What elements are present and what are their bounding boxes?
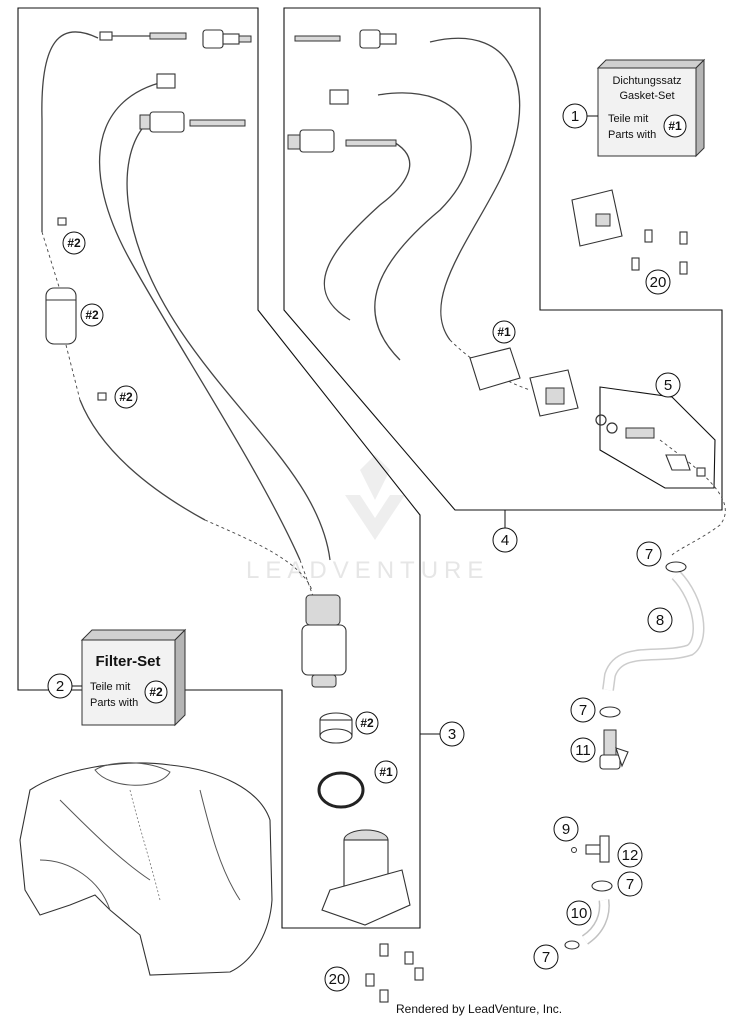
ref-marker-r2d: #2 [355, 711, 379, 735]
gasket-line2: Gasket-Set [619, 90, 674, 102]
gasket-line3: Teile mit [608, 113, 648, 125]
fuel-tank [19, 762, 273, 976]
svg-text:20: 20 [650, 274, 667, 291]
gasket-line1: Dichtungssatz [612, 75, 681, 87]
ref-marker-r2c: #2 [114, 385, 138, 409]
svg-text:5: 5 [664, 377, 672, 394]
svg-text:#2: #2 [119, 390, 133, 404]
o-ring-gasket [317, 771, 365, 809]
group-4-frame [283, 7, 723, 511]
svg-text:11: 11 [575, 742, 591, 759]
svg-text:4: 4 [501, 532, 509, 549]
hose-clamp-7c [591, 880, 613, 892]
ref-marker-r1b: #1 [492, 320, 516, 344]
callout-20a: 20 [645, 269, 671, 295]
group-3-frame [17, 7, 421, 929]
callout-7a: 7 [636, 541, 662, 567]
svg-text:12: 12 [622, 847, 639, 864]
callout-4: 4 [492, 527, 518, 553]
gasket-set-box: Dichtungssatz Gasket-Set Teile mit Parts… [596, 58, 706, 158]
leadventure-watermark: LEADVENTURE [246, 455, 489, 584]
elbow-fitting-12 [585, 835, 610, 863]
hose-10 [581, 899, 610, 945]
fitting-11 [599, 729, 629, 770]
gasket-line4: Parts with [608, 129, 656, 141]
svg-text:1: 1 [571, 108, 579, 125]
filter-ref: #2 [149, 685, 163, 699]
group-5-frame [599, 386, 716, 489]
filter-title: Filter-Set [95, 653, 160, 670]
footer-credit: Rendered by LeadVenture, Inc. [396, 1002, 562, 1016]
fuel-pump [301, 594, 347, 688]
svg-text:10: 10 [571, 905, 588, 922]
fuel-hoses-left [39, 29, 333, 611]
callout-3: 3 [439, 721, 465, 747]
connector-set-left [99, 29, 252, 133]
hose-clamp-7b [599, 706, 621, 718]
svg-text:9: 9 [562, 821, 570, 838]
hose-clamp-7a [665, 561, 687, 573]
svg-text:#2: #2 [360, 716, 374, 730]
watermark-text: LEADVENTURE [246, 557, 489, 584]
pump-flange [321, 829, 411, 926]
filter-sleeve [319, 712, 353, 744]
fuel-connector-flange [469, 347, 579, 417]
callout-1: 1 [562, 103, 588, 129]
ref-marker-r1a: #1 [374, 760, 398, 784]
quick-connector-kit [595, 414, 706, 477]
fuel-filter [45, 217, 107, 401]
svg-text:8: 8 [656, 612, 664, 629]
callout-9: 9 [553, 816, 579, 842]
ref-marker-r2a: #2 [62, 231, 86, 255]
connector-flange-spare [571, 189, 688, 275]
callout-11: 11 [570, 737, 596, 763]
svg-text:#1: #1 [379, 765, 393, 779]
callout-8: 8 [647, 607, 673, 633]
filter-line2: Parts with [90, 697, 138, 709]
hose-8 [602, 570, 705, 691]
callout-7b: 7 [570, 697, 596, 723]
svg-text:7: 7 [645, 546, 653, 563]
hose-clamp-7d [564, 940, 580, 950]
callout-7c: 7 [617, 871, 643, 897]
svg-text:7: 7 [542, 949, 550, 966]
callout-5: 5 [655, 372, 681, 398]
connector-set-right [287, 29, 397, 153]
filter-line1: Teile mit [90, 681, 130, 693]
gasket-ref: #1 [668, 119, 682, 133]
callout-20b: 20 [324, 966, 350, 992]
svg-text:7: 7 [626, 876, 634, 893]
o-ring-9 [571, 847, 577, 853]
svg-text:#2: #2 [85, 308, 99, 322]
callout-12: 12 [617, 842, 643, 868]
svg-text:7: 7 [579, 702, 587, 719]
svg-text:#2: #2 [67, 236, 81, 250]
ref-marker-r2b: #2 [80, 303, 104, 327]
bolt-set-bottom [365, 943, 424, 1003]
svg-text:3: 3 [448, 726, 456, 743]
callout-7d: 7 [533, 944, 559, 970]
svg-text:2: 2 [56, 678, 64, 695]
callout-2: 2 [47, 673, 73, 699]
callout-10: 10 [566, 900, 592, 926]
svg-text:#1: #1 [497, 325, 511, 339]
filter-set-box: Filter-Set Teile mit Parts with #2 [80, 628, 187, 727]
svg-text:20: 20 [329, 971, 346, 988]
fuel-hoses-right [321, 35, 726, 556]
